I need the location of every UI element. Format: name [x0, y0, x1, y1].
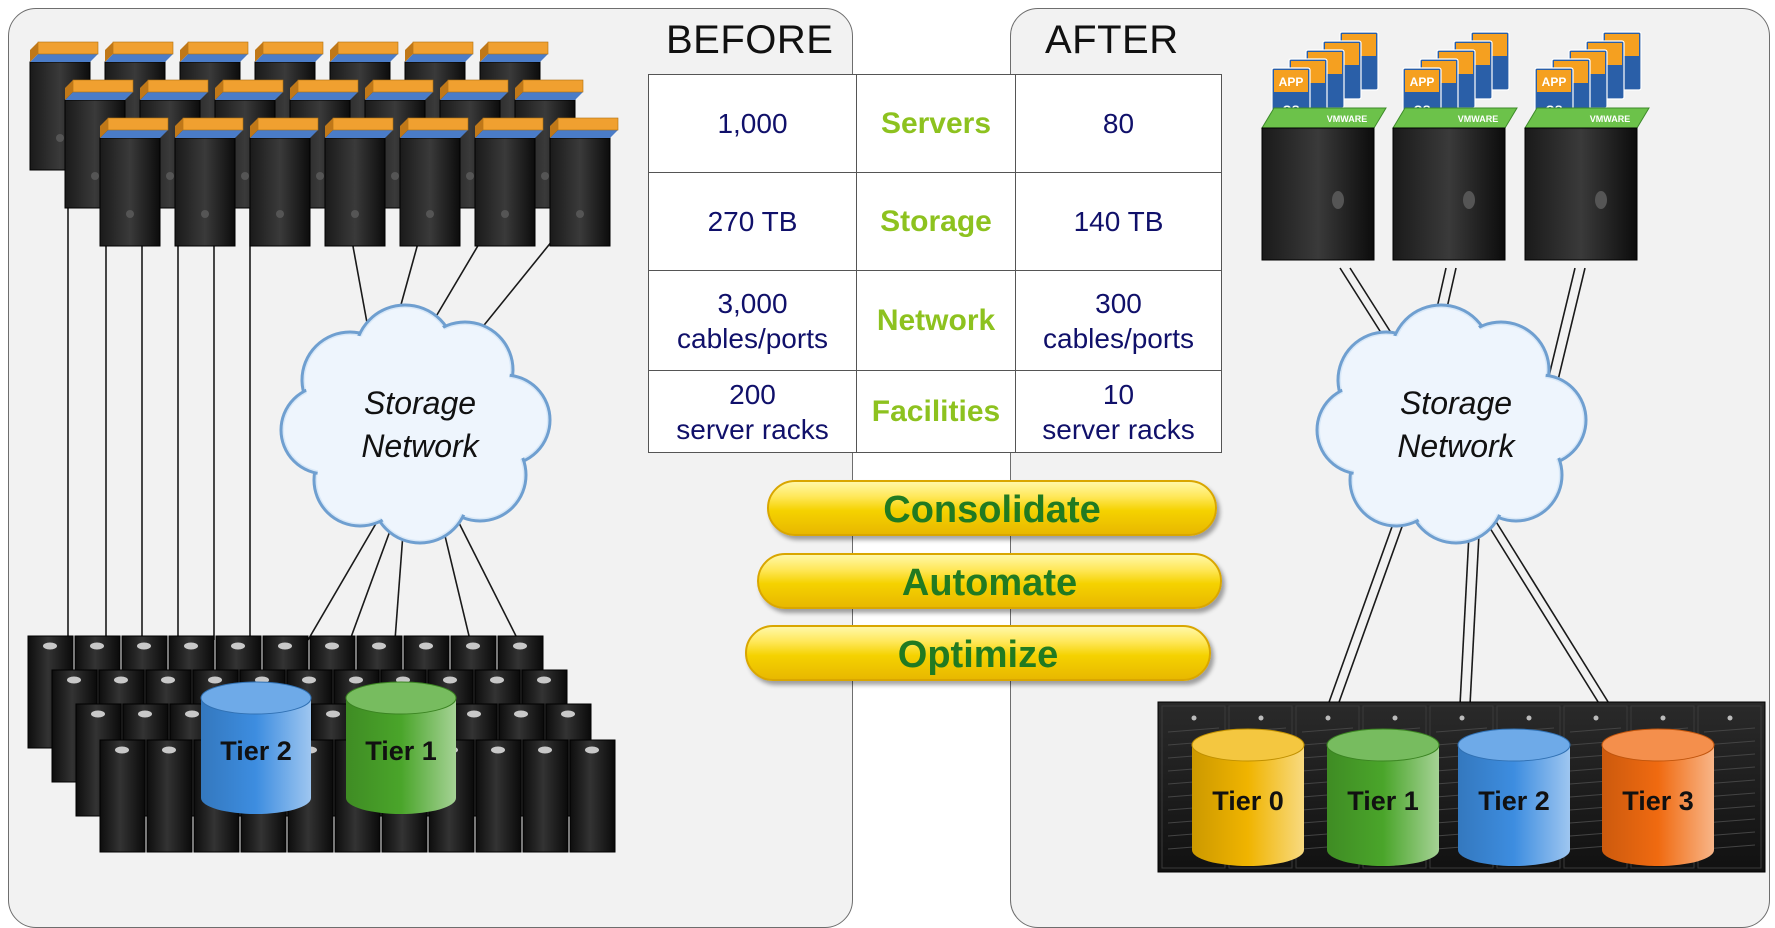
- tier-label: Tier 3: [1622, 785, 1694, 816]
- cloud-label-line1: Storage: [363, 385, 477, 421]
- connection-line: [1469, 514, 1481, 706]
- connection-line: [1337, 509, 1409, 706]
- vmware-label: VMWARE: [1327, 114, 1368, 124]
- vmware-label: VMWARE: [1590, 114, 1631, 124]
- before-value: 1,000: [648, 74, 857, 173]
- physical-server: [474, 117, 544, 247]
- tier-label: Tier 1: [365, 736, 437, 766]
- action-pill-optimize: Optimize: [745, 625, 1211, 681]
- physical-server: [399, 117, 469, 247]
- virtualized-server: APPOSVMWARE: [1524, 31, 1650, 261]
- storage-rack: [99, 739, 146, 853]
- physical-server: [249, 117, 319, 247]
- connection-line: [1479, 511, 1601, 706]
- action-pill-automate: Automate: [757, 553, 1222, 609]
- connection-line: [1459, 514, 1471, 706]
- connection-line: [454, 514, 519, 641]
- connection-line: [1547, 267, 1576, 381]
- storage-network-cloud: [1315, 303, 1588, 545]
- connection-line: [1489, 511, 1611, 706]
- tier-label: Tier 2: [220, 736, 292, 766]
- tier-cylinder: [200, 681, 312, 814]
- after-virtualized-servers: APPOSVMWAREAPPOSVMWAREAPPOSVMWARE: [1261, 31, 1650, 261]
- category-label: Facilities: [856, 370, 1016, 453]
- tier-cylinder: [1601, 728, 1715, 866]
- storage-racks: [27, 635, 616, 853]
- after-cloud-label: Storage Network: [1356, 382, 1556, 468]
- tier-cylinder: [1191, 728, 1305, 866]
- vmware-label: VMWARE: [1458, 114, 1499, 124]
- vm-app-label: APP: [1279, 75, 1304, 89]
- storage-rack: [146, 739, 193, 853]
- tier-cylinder: [1326, 728, 1440, 866]
- before-value: 270 TB: [648, 172, 857, 271]
- tier-cylinder: [345, 681, 457, 814]
- before-servers: [29, 41, 619, 247]
- before-heading: BEFORE: [666, 18, 834, 62]
- tier-label: Tier 0: [1212, 785, 1284, 816]
- connection-line: [1327, 509, 1399, 706]
- storage-network-cloud: [279, 303, 552, 545]
- physical-server: [324, 117, 394, 247]
- storage-network-clouds: [279, 303, 1588, 545]
- connection-line: [349, 519, 395, 641]
- storage-tier-cylinders: [200, 681, 1715, 866]
- tier-label: Tier 2: [1478, 785, 1550, 816]
- after-value: 140 TB: [1015, 172, 1222, 271]
- category-label: Network: [856, 270, 1016, 371]
- physical-server: [549, 117, 619, 247]
- storage-rack: [569, 739, 616, 853]
- connection-line: [307, 519, 379, 641]
- tier-cylinder: [1457, 728, 1571, 866]
- cloud-label-line2: Network: [361, 428, 479, 465]
- action-pill-consolidate: Consolidate: [767, 480, 1217, 536]
- vm-app-label: APP: [1410, 75, 1435, 89]
- connection-line: [1557, 267, 1586, 381]
- storage-rack: [475, 739, 522, 853]
- virtualized-server: APPOSVMWARE: [1392, 31, 1518, 261]
- after-heading: AFTER: [1045, 18, 1179, 62]
- cloud-label-line1: Storage: [1399, 385, 1513, 421]
- physical-server: [174, 117, 244, 247]
- before-cloud-label: Storage Network: [320, 382, 520, 468]
- after-value: 80: [1015, 74, 1222, 173]
- physical-server: [99, 117, 169, 247]
- virtualized-server: APPOSVMWARE: [1261, 31, 1387, 261]
- cloud-label-line2: Network: [1397, 428, 1515, 465]
- storage-rack: [522, 739, 569, 853]
- category-label: Storage: [856, 172, 1016, 271]
- vm-app-label: APP: [1542, 75, 1567, 89]
- tier-label: Tier 1: [1347, 785, 1419, 816]
- category-label: Servers: [856, 74, 1016, 173]
